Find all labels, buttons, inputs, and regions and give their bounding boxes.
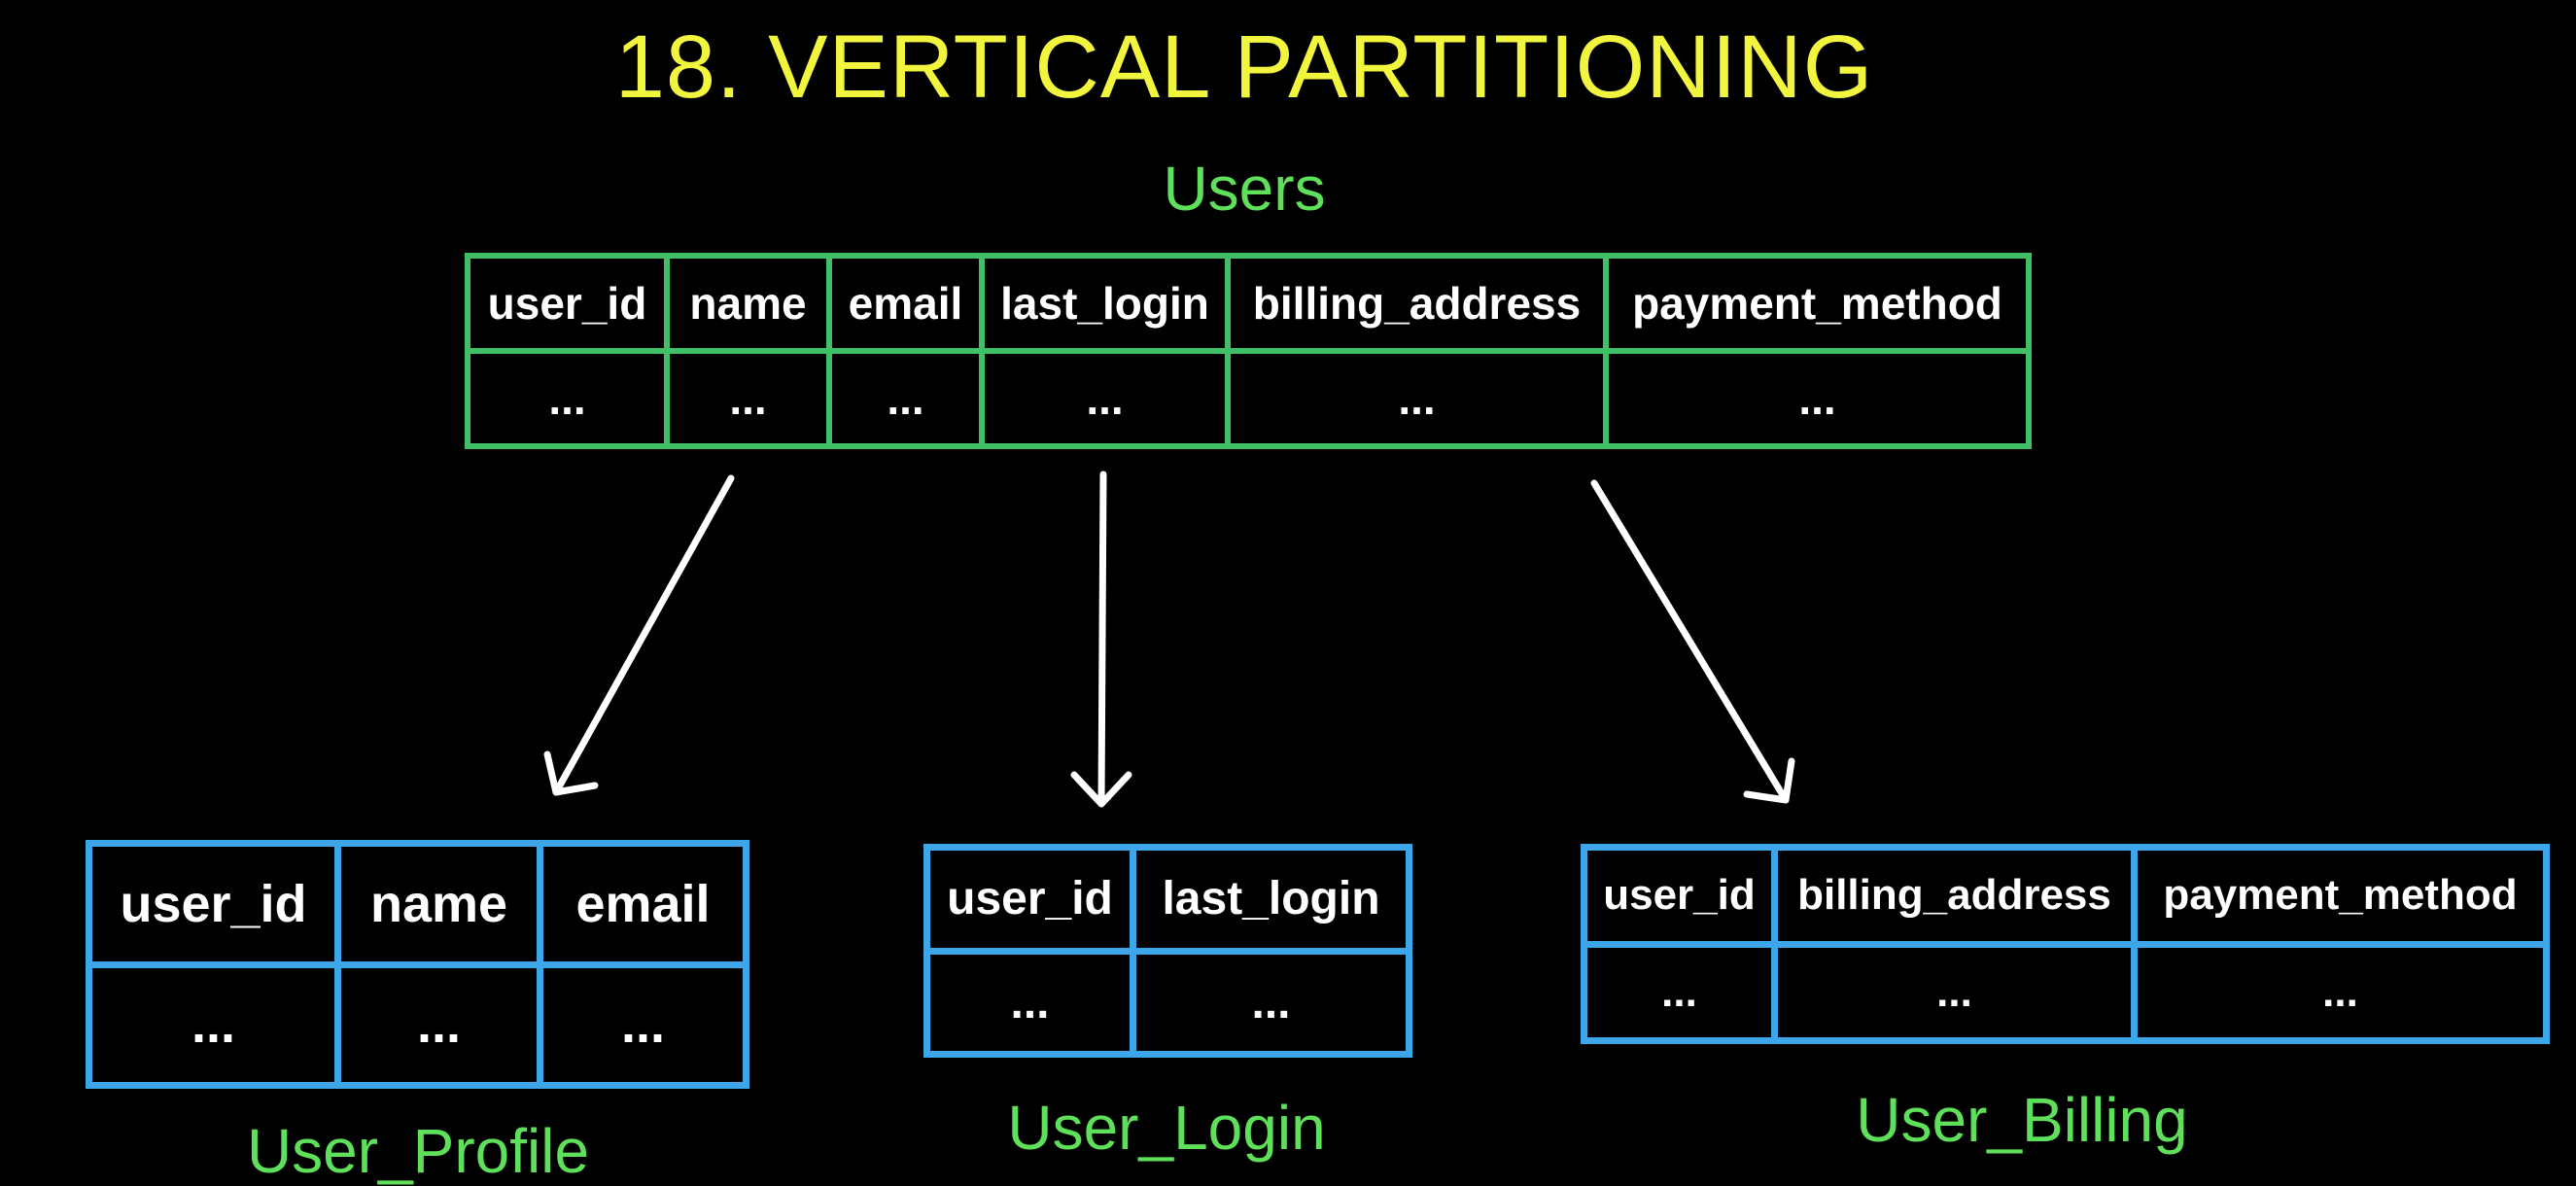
user-profile-table: user_id name email ... ... ... <box>86 840 749 1089</box>
table-cell: ... <box>1581 940 1778 1044</box>
user-billing-label: User_Billing <box>1856 1085 2188 1155</box>
user-billing-col-payment-method: payment_method <box>2131 844 2550 948</box>
user-billing-header-row: user_id billing_address payment_method <box>1581 844 2550 948</box>
user-profile-col-user-id: user_id <box>86 840 341 968</box>
table-cell: ... <box>2131 940 2550 1044</box>
user-login-label: User_Login <box>1007 1093 1326 1163</box>
users-col-payment-method: payment_method <box>1603 253 2032 354</box>
user-login-header-row: user_id last_login <box>923 844 1412 955</box>
table-cell: ... <box>86 960 341 1089</box>
source-table-label: Users <box>1163 154 1326 224</box>
arrow-to-user-billing-icon <box>1590 479 1795 804</box>
table-cell: ... <box>1603 348 2032 449</box>
user-profile-col-name: name <box>334 840 543 968</box>
user-login-col-last-login: last_login <box>1130 844 1412 955</box>
user-login-col-user-id: user_id <box>923 844 1136 955</box>
users-data-row: ... ... ... ... ... ... <box>465 348 2032 449</box>
table-cell: ... <box>664 348 832 449</box>
diagram-title: 18. VERTICAL PARTITIONING <box>614 17 1874 117</box>
table-cell: ... <box>334 960 543 1089</box>
users-col-email: email <box>826 253 985 354</box>
arrow-to-user-profile-icon <box>543 474 735 796</box>
user-login-table: user_id last_login ... ... <box>923 844 1412 1058</box>
table-cell: ... <box>826 348 985 449</box>
users-col-user-id: user_id <box>465 253 670 354</box>
user-profile-header-row: user_id name email <box>86 840 749 968</box>
table-cell: ... <box>1225 348 1609 449</box>
user-billing-col-user-id: user_id <box>1581 844 1778 948</box>
users-col-name: name <box>664 253 832 354</box>
users-col-last-login: last_login <box>979 253 1231 354</box>
user-billing-data-row: ... ... ... <box>1581 940 2550 1044</box>
users-table: user_id name email last_login billing_ad… <box>465 253 2032 449</box>
user-billing-table: user_id billing_address payment_method .… <box>1581 844 2550 1044</box>
user-profile-col-email: email <box>537 840 749 968</box>
user-profile-data-row: ... ... ... <box>86 960 749 1089</box>
table-cell: ... <box>923 947 1136 1058</box>
arrow-to-user-login-icon <box>1070 471 1132 808</box>
users-header-row: user_id name email last_login billing_ad… <box>465 253 2032 354</box>
table-cell: ... <box>1130 947 1412 1058</box>
user-billing-col-billing-address: billing_address <box>1771 844 2138 948</box>
table-cell: ... <box>979 348 1231 449</box>
users-col-billing-address: billing_address <box>1225 253 1609 354</box>
user-profile-label: User_Profile <box>246 1116 590 1186</box>
table-cell: ... <box>537 960 749 1089</box>
user-login-data-row: ... ... <box>923 947 1412 1058</box>
table-cell: ... <box>1771 940 2138 1044</box>
table-cell: ... <box>465 348 670 449</box>
